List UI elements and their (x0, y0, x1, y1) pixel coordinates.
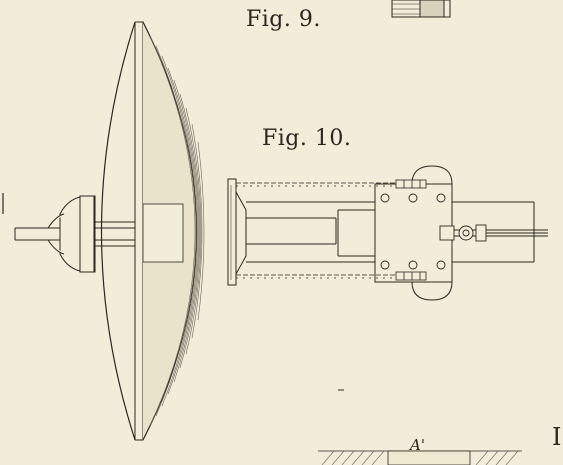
chain-top (236, 179, 427, 189)
reflector-body (100, 21, 205, 441)
fig-9-fragment (391, 0, 451, 18)
hub-flange (47, 195, 135, 273)
bottom-fragment (318, 450, 522, 465)
fig-9-label: Fig. 9. (246, 7, 321, 32)
clamp-pin (439, 224, 548, 242)
collar (227, 178, 247, 286)
chain-bottom (236, 271, 427, 281)
bolts (380, 193, 446, 270)
edge-mark: I (552, 423, 561, 451)
fig-10-label: Fig. 10. (262, 126, 351, 151)
detail-label: A' (408, 436, 425, 454)
